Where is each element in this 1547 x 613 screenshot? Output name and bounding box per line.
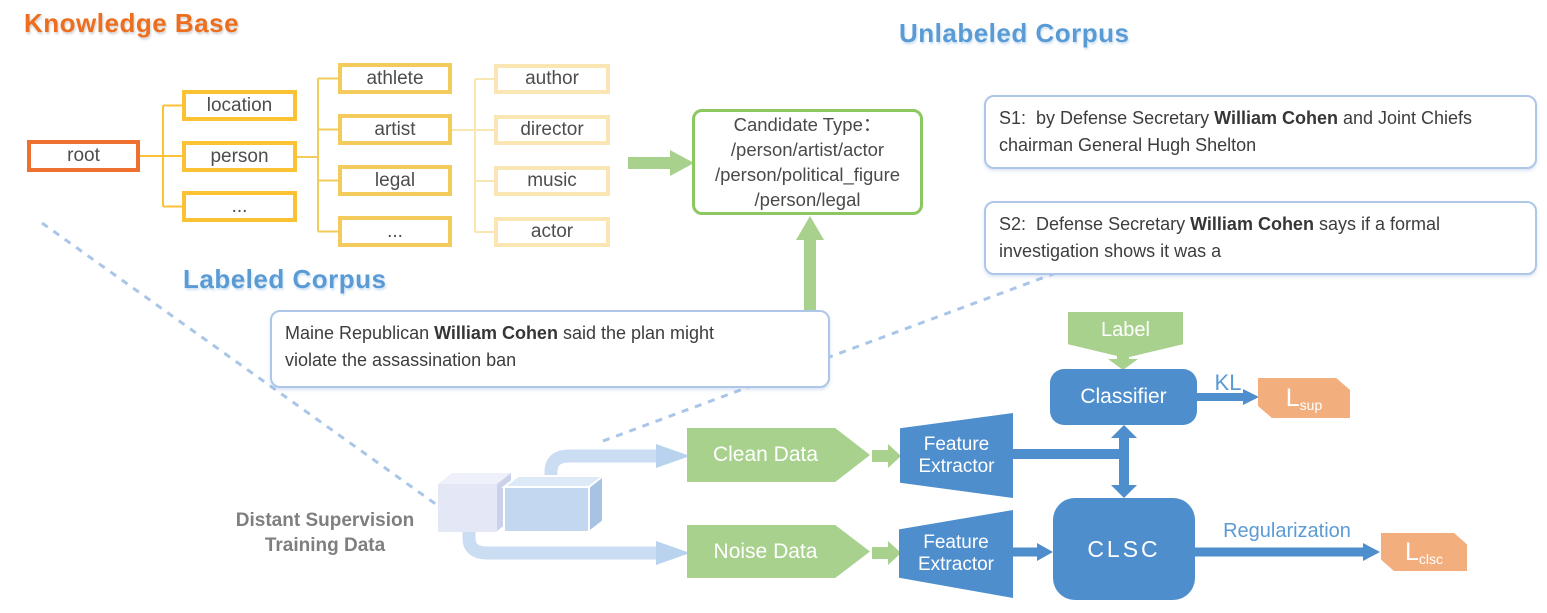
clean-data-shape: Clean Data: [687, 428, 870, 482]
s2-prefix: S2: Defense Secretary: [999, 214, 1191, 234]
dashed-guide-right: [602, 262, 1081, 443]
kb-node-location: location: [182, 90, 297, 121]
kb-connector-level4: [452, 78, 494, 233]
s1-suffix: and Joint Chiefs chairman General Hugh S…: [999, 108, 1473, 155]
regularization-arrowhead: [1363, 543, 1380, 561]
feature-extractor-top-line1: Feature: [923, 433, 990, 455]
arrow-clean-to-extractor: [872, 444, 901, 468]
clean-pipe-arrowhead: [656, 444, 690, 468]
noise-data-pipe: [462, 530, 658, 560]
candidate-type-heading: Candidate Type：: [733, 114, 882, 135]
kb-node-director: director: [494, 115, 610, 145]
labeled-prefix: Maine Republican: [285, 323, 435, 343]
clsc-box: CLSC: [1053, 498, 1195, 600]
regularization-label: Regularization: [1223, 520, 1351, 542]
distant-supervision-line1: Distant Supervision: [235, 510, 415, 531]
kb-node-music: music: [494, 166, 610, 196]
distant-supervision-line2: Training Data: [264, 535, 386, 556]
labeled-corpus-title: Labeled Corpus: [183, 264, 387, 294]
kb-node-actor: actor: [494, 217, 610, 247]
unlabeled-sentence-s1: S1: by Defense Secretary William Cohen a…: [984, 95, 1537, 169]
kl-label: KL: [1214, 370, 1242, 395]
s2-entity: William Cohen: [1190, 214, 1314, 234]
kb-node-level3-more: ...: [338, 216, 452, 247]
loss-clsc-base: L: [1404, 537, 1419, 566]
kl-arrowhead: [1243, 389, 1259, 405]
unlabeled-sentence-s2: S2: Defense Secretary William Cohen says…: [984, 201, 1537, 275]
noise-data-shape: Noise Data: [687, 525, 870, 578]
loss-sup-subscript: sup: [1299, 397, 1323, 413]
clean-data-pipe: [544, 449, 658, 487]
dashed-guide-left: [41, 221, 438, 507]
candidate-type-path-2: /person/political_figure: [714, 164, 901, 185]
feature-extractor-top: Feature Extractor: [900, 413, 1013, 498]
kb-node-level2-more: ...: [182, 191, 297, 222]
unlabeled-corpus-title: Unlabeled Corpus: [899, 18, 1130, 48]
candidate-type-path-1: /person/artist/actor: [730, 139, 885, 160]
kb-node-author: author: [494, 64, 610, 94]
classifier-box: Classifier: [1050, 369, 1197, 425]
arrow-labeled-to-candidate: [796, 216, 824, 316]
feature-extractor-bottom-line2: Extractor: [917, 554, 995, 575]
noise-pipe-arrowhead: [656, 541, 690, 565]
labeled-entity: William Cohen: [434, 323, 558, 343]
knowledge-base-title: Knowledge Base: [24, 8, 240, 38]
s1-prefix: S1: by Defense Secretary: [999, 108, 1215, 128]
arrowhead-to-classifier: [1111, 425, 1137, 438]
labeled-suffix: said the plan might violate the assassin…: [285, 323, 715, 370]
loss-clsc-subscript: clsc: [1418, 551, 1444, 567]
feature-extractor-bottom-line1: Feature: [923, 532, 989, 553]
kb-node-person: person: [182, 141, 297, 172]
kb-connector-level3: [297, 77, 338, 233]
kb-node-root: root: [27, 140, 140, 172]
candidate-type-path-3: /person/legal: [754, 189, 861, 210]
kb-node-artist: artist: [338, 114, 452, 145]
kb-node-athlete: athlete: [338, 63, 452, 94]
distant-supervision-label: Distant Supervision Training Data: [200, 508, 450, 558]
cube-right: [501, 473, 606, 535]
labeled-sentence: Maine Republican William Cohen said the …: [270, 310, 830, 388]
loss-sup-base: L: [1285, 383, 1300, 412]
arrow-label-to-classifier: [1108, 350, 1138, 370]
s2-suffix: says if a formal investigation shows it …: [999, 214, 1440, 261]
candidate-type-box: Candidate Type： /person/artist/actor /pe…: [692, 109, 923, 215]
arrowhead-to-clsc-top: [1111, 485, 1137, 498]
arrow-noise-to-extractor: [872, 541, 901, 565]
kb-connector-level2: [140, 104, 182, 208]
feature-extractor-top-line2: Extractor: [918, 455, 995, 477]
s1-entity: William Cohen: [1214, 108, 1338, 128]
arrow-tree-to-candidate: [628, 150, 694, 176]
extractor-bottom-to-clsc-head: [1037, 543, 1053, 561]
kb-node-legal: legal: [338, 165, 452, 196]
